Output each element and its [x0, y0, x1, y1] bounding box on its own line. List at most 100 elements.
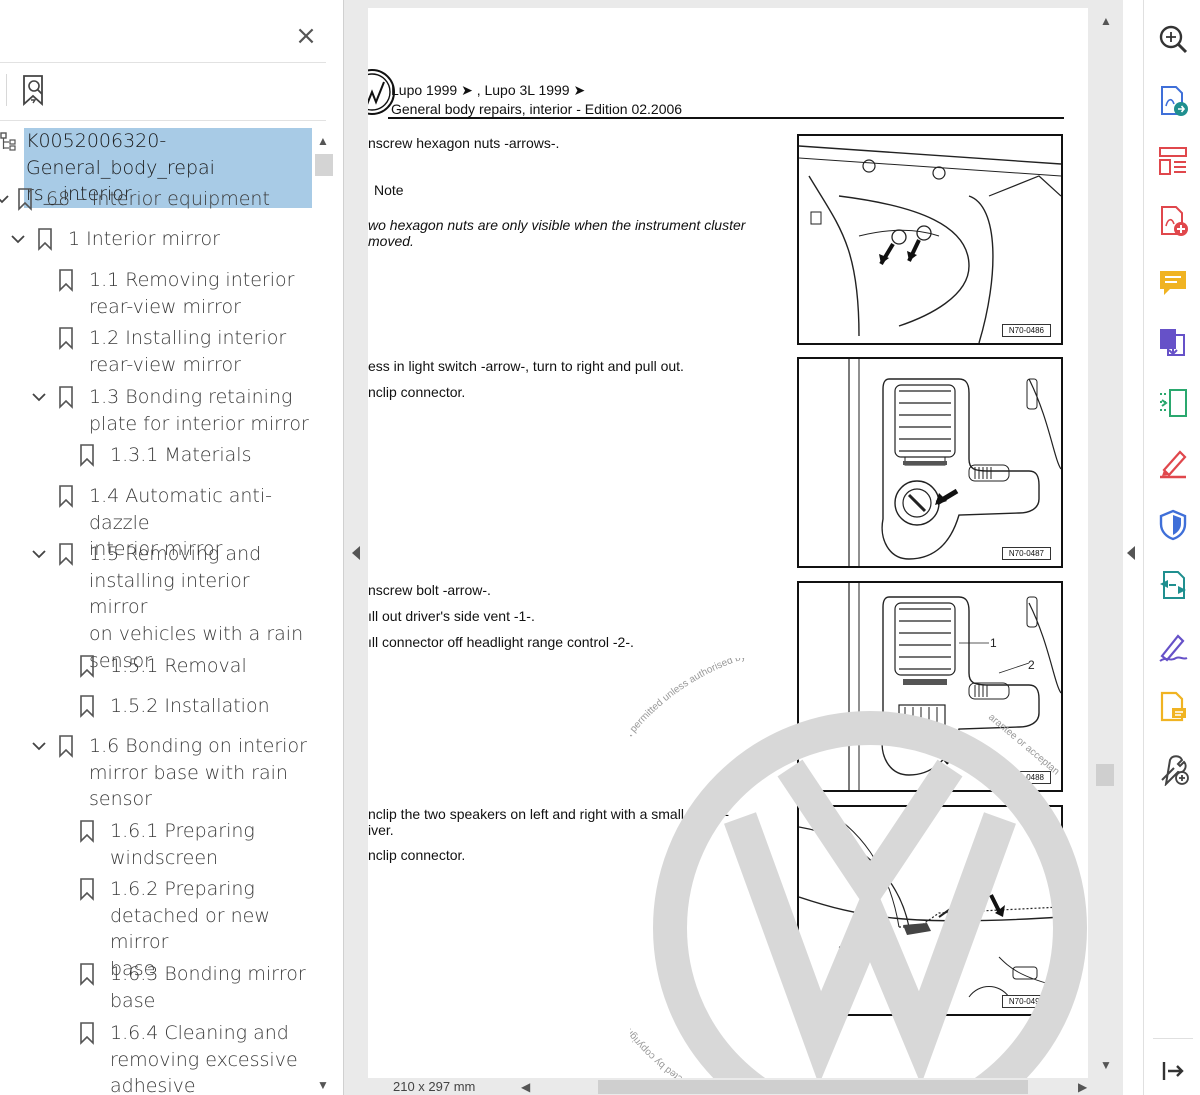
edit-pdf-icon[interactable]: [1156, 446, 1190, 480]
figure-light-switch: N70-0487: [797, 357, 1063, 568]
page-size-label: 210 x 297 mm: [393, 1079, 476, 1094]
fill-sign-icon[interactable]: [1156, 630, 1190, 664]
header-title: General body repairs, interior - Edition…: [391, 101, 683, 117]
header-model: Lupo 1999 ➤ , Lupo 3L 1999 ➤: [391, 82, 586, 98]
figure-instrument-panel: N70-0486: [797, 134, 1063, 345]
callout-2: 2: [1028, 658, 1035, 672]
bookmark-icon: [59, 485, 73, 508]
bookmark-icon: [80, 820, 94, 843]
callout-1: 1: [990, 636, 997, 650]
combine-files-icon[interactable]: [1156, 326, 1190, 360]
bookmark-label: 68 – Interior equipment: [46, 188, 270, 210]
pane-divider: [343, 0, 344, 1095]
figure-code: N70-0488: [1001, 771, 1051, 784]
organize-pages-icon[interactable]: [1156, 144, 1190, 178]
bookmark-icon: [59, 327, 73, 350]
request-signature-icon[interactable]: [1156, 690, 1190, 724]
note-text: wo hexagon nuts are only visible when th…: [368, 217, 746, 249]
bookmark-tree: K0052006320-General_body_repai rs__inter…: [0, 128, 312, 1095]
bookmark-icon: [59, 269, 73, 292]
scroll-down-arrow-icon[interactable]: ▼: [317, 1078, 329, 1092]
bookmark-icon: [38, 228, 52, 251]
step-text: ıll connector off headlight range contro…: [368, 634, 634, 650]
bookmark-icon: [18, 188, 32, 211]
bookmark-label: K0052006320-General_body_repai rs__inter…: [24, 128, 312, 209]
toolbar-separator: [1153, 1038, 1193, 1039]
collapse-left-pane-icon[interactable]: [351, 545, 361, 561]
bookmarks-panel: × K0052006320-General_body_repai rs__int…: [0, 0, 343, 1095]
bookmark-label: 1.2 Installing interior rear-view mirror: [89, 327, 287, 376]
scroll-thumb[interactable]: [1096, 764, 1114, 786]
pane-divider: [1143, 0, 1144, 1095]
compress-icon[interactable]: [1156, 386, 1190, 420]
more-tools-icon[interactable]: [1156, 752, 1190, 786]
export-pdf-icon[interactable]: [1156, 84, 1190, 118]
step-text: ıll out driver's side vent -1-.: [368, 608, 535, 624]
step-text: nclip the two speakers on left and right…: [368, 806, 730, 838]
bookmark-icon: [59, 735, 73, 758]
bookmark-label: 1.6.2 Preparing detached or new mirror b…: [110, 878, 270, 981]
figure-drawing: [848, 359, 1061, 566]
collapse-panel-icon[interactable]: [1156, 1054, 1190, 1088]
chevron-down-icon[interactable]: [0, 186, 12, 212]
vw-logo-icon: [368, 69, 395, 115]
figure-drawing: [799, 145, 1061, 343]
figure-code: N70-0487: [1001, 547, 1051, 560]
expand-right-pane-icon[interactable]: [1126, 545, 1136, 561]
step-text: nscrew bolt -arrow-.: [368, 582, 491, 598]
panel-divider: [0, 62, 326, 63]
bookmark-label: 1.4 Automatic anti-dazzle interior mirro…: [89, 485, 273, 561]
step-text: nscrew hexagon nuts -arrows-.: [368, 135, 560, 151]
figure-drawing: [799, 807, 1061, 1014]
scroll-left-arrow-icon[interactable]: ◀: [521, 1080, 531, 1094]
horizontal-scroll-thumb[interactable]: [598, 1080, 1028, 1094]
bookmark-icon: [80, 444, 94, 467]
bookmarks-scrollbar[interactable]: ▲ ▼: [314, 128, 334, 1095]
bookmark-label: 1.6.1 Preparing windscreen: [110, 820, 255, 869]
bookmark-label: 1.3 Bonding retaining plate for interior…: [89, 386, 309, 435]
step-text: nclip connector.: [368, 847, 466, 863]
protect-icon[interactable]: [1156, 508, 1190, 542]
send-for-review-icon[interactable]: [1156, 568, 1190, 602]
header-rule: [388, 117, 1064, 119]
pdf-page: Lupo 1999 ➤ , Lupo 3L 1999 ➤ General bod…: [368, 8, 1088, 1078]
chevron-down-icon[interactable]: [29, 384, 49, 410]
toolbar-separator: [6, 74, 7, 106]
scroll-up-arrow-icon[interactable]: ▲: [1100, 14, 1112, 28]
bookmark-icon: [59, 386, 73, 409]
bookmark-icon: [80, 655, 94, 678]
close-bookmarks-button[interactable]: ×: [295, 21, 317, 51]
bookmark-icon: [80, 878, 94, 901]
figure-speaker: N70-0491: [797, 805, 1063, 1016]
bookmark-label: 1.3.1 Materials: [110, 444, 252, 466]
bookmark-icon: [80, 1022, 94, 1045]
bookmark-label: 1 Interior mirror: [68, 228, 220, 250]
scroll-thumb[interactable]: [315, 154, 333, 176]
bookmark-icon: [80, 695, 94, 718]
scroll-down-arrow-icon[interactable]: ▼: [1100, 1058, 1112, 1072]
figure-drawing: 1 2: [848, 583, 1061, 790]
chevron-down-icon[interactable]: [29, 733, 49, 759]
bookmark-label: 1.1 Removing interior rear-view mirror: [89, 269, 295, 318]
figure-code: N70-0486: [1001, 324, 1051, 337]
zoom-icon[interactable]: [1156, 22, 1190, 56]
bookmark-search-icon[interactable]: [19, 74, 49, 108]
bookmark-icon: [59, 543, 73, 566]
chevron-down-icon[interactable]: [8, 226, 28, 252]
bookmark-label: 1.5 Removing and installing interior mir…: [89, 543, 304, 672]
figure-code: N70-0491: [1001, 995, 1051, 1008]
scroll-right-arrow-icon[interactable]: ▶: [1078, 1080, 1088, 1094]
tools-sidebar: [1123, 0, 1200, 1095]
step-text: ess in light switch -arrow-, turn to rig…: [368, 358, 684, 374]
document-viewer: Lupo 1999 ➤ , Lupo 3L 1999 ➤ General bod…: [343, 0, 1123, 1095]
comment-icon[interactable]: [1156, 266, 1190, 300]
scroll-up-arrow-icon[interactable]: ▲: [317, 134, 329, 148]
figure-driver-vent: 1 2 N70-0488: [797, 581, 1063, 792]
chevron-down-icon[interactable]: [29, 541, 49, 567]
document-scrollbar[interactable]: ▲ ▼: [1095, 8, 1115, 1078]
bookmark-label: 1.5.1 Removal: [110, 655, 247, 677]
bookmark-label: 1.5.2 Installation: [110, 695, 270, 717]
note-label: Note: [374, 182, 404, 198]
create-pdf-icon[interactable]: [1156, 204, 1190, 238]
step-text: nclip connector.: [368, 384, 466, 400]
